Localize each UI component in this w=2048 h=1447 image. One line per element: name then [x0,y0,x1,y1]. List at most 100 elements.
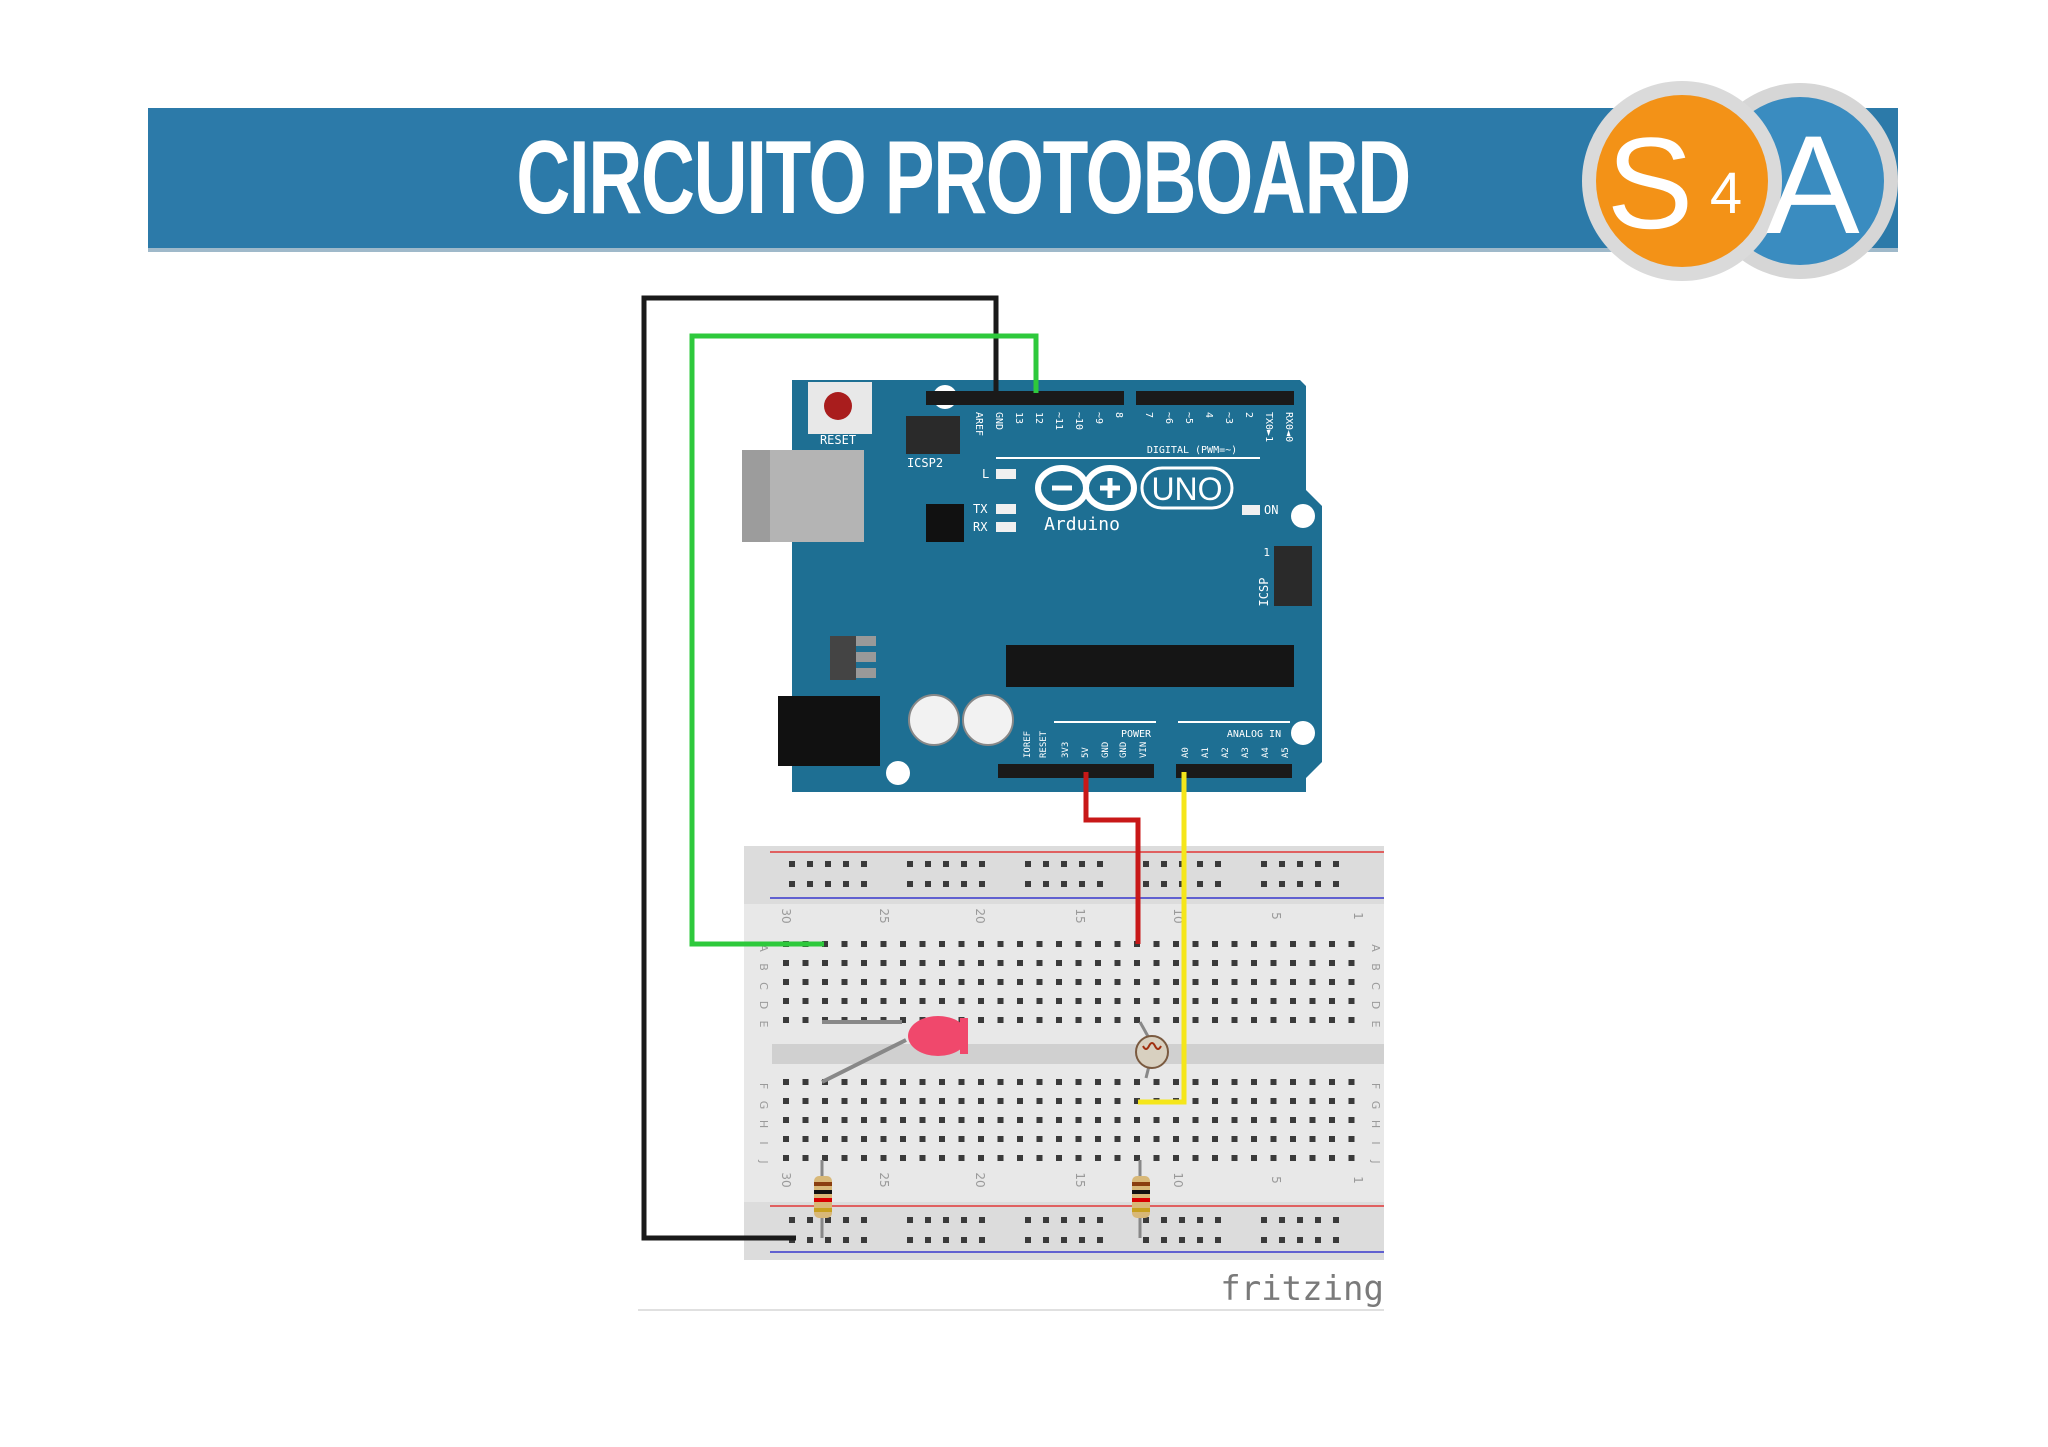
breadboard-hole [822,1136,828,1142]
rail-hole [1043,1217,1049,1223]
breadboard-hole [1075,1017,1082,1023]
breadboard-hole [997,1117,1004,1123]
breadboard-hole [1329,1117,1335,1123]
rail-hole [1043,861,1049,867]
breadboard-hole [1329,1017,1335,1023]
breadboard-hole [1173,1017,1179,1023]
analog-header [1176,764,1292,778]
breadboard-hole [1036,960,1043,966]
breadboard-hole [1075,1155,1082,1161]
row-letter: E [1369,1021,1382,1028]
reset-button-cap[interactable] [824,392,852,420]
breadboard-hole [1329,998,1335,1004]
row-letter: E [757,1021,770,1028]
rail-hole [1079,1237,1085,1243]
column-number: 30 [779,1172,793,1187]
rail-hole [789,861,795,867]
breadboard-hole [919,1117,926,1123]
rail-hole [1297,1237,1303,1243]
rail-hole [1215,1217,1221,1223]
breadboard-hole [841,979,848,985]
power-rail-top [744,846,1384,904]
s4a-logo: S 4 A [1582,81,1898,281]
breadboard-hole [880,1155,887,1161]
rail-hole [825,1217,831,1223]
rail-hole [1161,1237,1167,1243]
digital-pin-label: ~9 [1093,412,1104,424]
breadboard-hole [1231,1136,1238,1142]
power-rail-bottom [744,1202,1384,1260]
breadboard-hole [802,1155,809,1161]
rail-hole [1025,1237,1031,1243]
analog-pin-label: A0 [1181,747,1191,758]
row-letter: A [1369,944,1382,952]
led-l-label: L [982,467,989,481]
breadboard-hole [1017,1155,1023,1161]
rail-hole [1143,1237,1149,1243]
breadboard-hole [1114,998,1121,1004]
tx-label: TX [973,502,988,516]
breadboard-hole [1134,998,1140,1004]
rail-hole [861,861,867,867]
rail-hole [843,861,849,867]
digital-pin-label: ~10 [1073,412,1084,430]
icsp-pin1-label: 1 [1263,546,1270,559]
breadboard-hole [1348,1098,1355,1104]
rail-hole [843,1217,849,1223]
rail-hole [861,881,867,887]
breadboard-hole [900,1079,906,1085]
breadboard-hole [978,1079,984,1085]
digital-pin-label: GND [993,412,1004,430]
breadboard-hole [861,960,867,966]
breadboard-hole [900,1155,906,1161]
breadboard-hole [1309,1136,1316,1142]
icsp2-label: ICSP2 [907,456,943,470]
rail-hole [1097,1217,1103,1223]
breadboard-hole [939,1155,945,1161]
breadboard-hole [1095,1136,1101,1142]
breadboard-hole [1153,1017,1160,1023]
rail-hole [807,861,813,867]
breadboard-hole [822,941,828,947]
breadboard-hole [1095,1079,1101,1085]
digital-pin-label: RX0◄0 [1283,412,1294,442]
breadboard-hole [783,1155,789,1161]
digital-pin-label: ~5 [1183,412,1194,424]
rail-hole [1161,861,1167,867]
row-letter: B [1369,963,1382,971]
breadboard-hole [1153,1079,1160,1085]
breadboard-hole [861,1098,867,1104]
rail-hole [1143,881,1149,887]
power-pin-label: GND [1119,742,1129,758]
breadboard-hole [1153,998,1160,1004]
breadboard-hole [1017,960,1023,966]
power-pin-label: VIN [1139,742,1149,758]
breadboard-hole [1251,1155,1257,1161]
breadboard-hole [958,979,965,985]
breadboard-hole [1212,1098,1218,1104]
usb-connector-face [742,450,770,542]
breadboard-hole [1290,1117,1296,1123]
breadboard-hole [822,1155,828,1161]
digital-pin-label: 12 [1033,412,1044,424]
breadboard-hole [978,1136,984,1142]
rail-hole [979,861,985,867]
breadboard-hole [978,998,984,1004]
board-pcb [792,380,1322,792]
breadboard-hole [1056,1079,1062,1085]
breadboard-hole [958,1079,965,1085]
breadboard-hole [1192,1136,1199,1142]
breadboard-hole [1075,1079,1082,1085]
breadboard-hole [1192,998,1199,1004]
breadboard-hole [822,960,828,966]
rail-hole [1333,1237,1339,1243]
breadboard-hole [1251,941,1257,947]
breadboard-hole [1270,1098,1277,1104]
digital-header-left [926,391,1124,405]
breadboard-hole [1134,1117,1140,1123]
led-on [1242,505,1260,515]
breadboard-hole [958,1117,965,1123]
rail-hole [1297,881,1303,887]
